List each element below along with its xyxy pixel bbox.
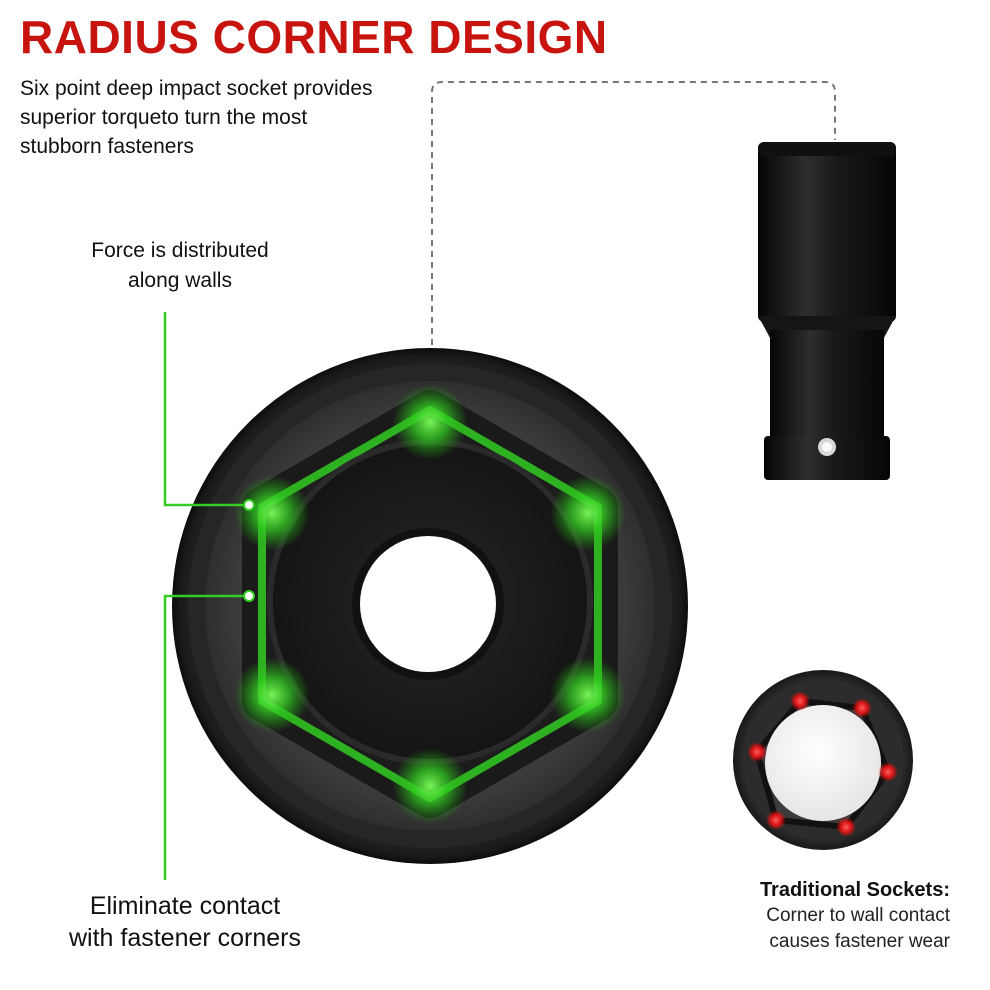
deep-socket-side-view bbox=[758, 142, 896, 480]
description-line: Six point deep impact socket provides bbox=[20, 77, 373, 100]
description-line: superior torqueto turn the most bbox=[20, 106, 308, 129]
eliminate-contact-callout: Eliminate contact with fastener corners bbox=[40, 890, 330, 954]
dashed-connector bbox=[431, 81, 836, 345]
product-description: Six point deep impact socket provides su… bbox=[20, 74, 440, 161]
callout-leaders bbox=[163, 312, 255, 880]
traditional-sockets-caption: Traditional Sockets: Corner to wall cont… bbox=[700, 877, 950, 955]
callout-line: Force is distributed bbox=[91, 239, 269, 262]
callout-line: with fastener corners bbox=[68, 924, 302, 952]
callout-line: Eliminate contact bbox=[89, 892, 281, 920]
callout-line: along walls bbox=[128, 269, 232, 292]
traditional-line: Corner to wall contact bbox=[766, 905, 950, 926]
traditional-socket-view bbox=[733, 670, 913, 850]
description-line: stubborn fasteners bbox=[20, 135, 194, 158]
traditional-line: causes fastener wear bbox=[769, 931, 950, 952]
page-title: RADIUS CORNER DESIGN bbox=[20, 11, 608, 63]
force-distributed-callout: Force is distributed along walls bbox=[70, 236, 290, 296]
socket-end-view bbox=[172, 348, 688, 864]
traditional-heading: Traditional Sockets: bbox=[759, 879, 950, 901]
